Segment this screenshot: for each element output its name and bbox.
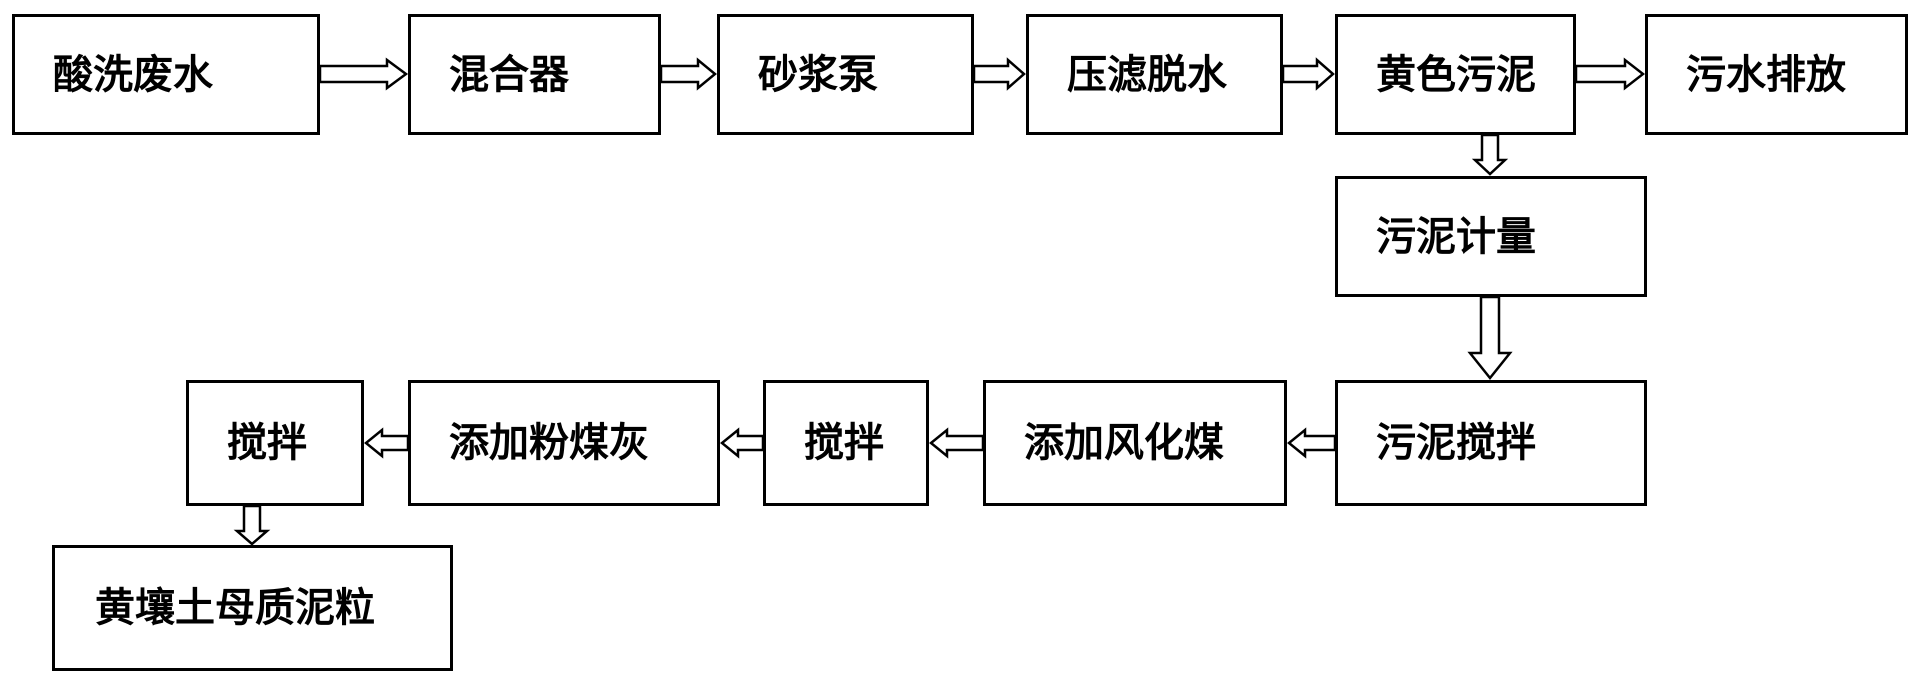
step-label: 砂浆泵 xyxy=(758,51,878,98)
step-add-fly-ash: 添加粉煤灰 xyxy=(408,380,720,506)
arrow-right-icon xyxy=(1281,57,1335,91)
arrow-left-icon xyxy=(1287,427,1337,459)
arrow-right-icon xyxy=(972,57,1026,91)
step-label: 添加粉煤灰 xyxy=(449,420,649,466)
step-label: 污水排放 xyxy=(1686,51,1846,98)
arrow-down-icon xyxy=(1471,133,1509,176)
step-label: 酸洗废水 xyxy=(53,51,213,98)
arrow-down-icon xyxy=(1467,295,1513,381)
step-mixer: 混合器 xyxy=(408,14,661,135)
step-acid-wastewater: 酸洗废水 xyxy=(12,14,320,135)
step-stir-2: 搅拌 xyxy=(186,380,364,506)
step-sludge-stirring: 污泥搅拌 xyxy=(1335,380,1647,506)
step-stir-1: 搅拌 xyxy=(763,380,929,506)
step-label: 污泥搅拌 xyxy=(1376,420,1536,466)
step-label: 搅拌 xyxy=(804,420,884,466)
step-filter-press: 压滤脱水 xyxy=(1026,14,1283,135)
step-sludge-metering: 污泥计量 xyxy=(1335,176,1647,297)
step-yellow-sludge: 黄色污泥 xyxy=(1335,14,1576,135)
step-label: 黄色污泥 xyxy=(1376,51,1536,98)
arrow-left-icon xyxy=(929,427,985,459)
arrow-left-icon xyxy=(364,427,410,459)
step-label: 压滤脱水 xyxy=(1067,51,1227,98)
step-label: 搅拌 xyxy=(227,420,307,466)
arrow-right-icon xyxy=(318,57,409,91)
step-product: 黄壤土母质泥粒 xyxy=(52,545,453,671)
arrow-down-icon xyxy=(233,504,271,546)
step-label: 污泥计量 xyxy=(1376,213,1536,260)
arrow-right-icon xyxy=(659,57,717,91)
step-add-weathered-coal: 添加风化煤 xyxy=(983,380,1287,506)
step-sewage-discharge: 污水排放 xyxy=(1645,14,1908,135)
arrow-left-icon xyxy=(720,427,765,459)
arrow-right-icon xyxy=(1574,57,1646,91)
step-mortar-pump: 砂浆泵 xyxy=(717,14,974,135)
step-label: 混合器 xyxy=(449,51,569,98)
step-label: 添加风化煤 xyxy=(1024,420,1224,466)
step-label: 黄壤土母质泥粒 xyxy=(95,585,375,631)
